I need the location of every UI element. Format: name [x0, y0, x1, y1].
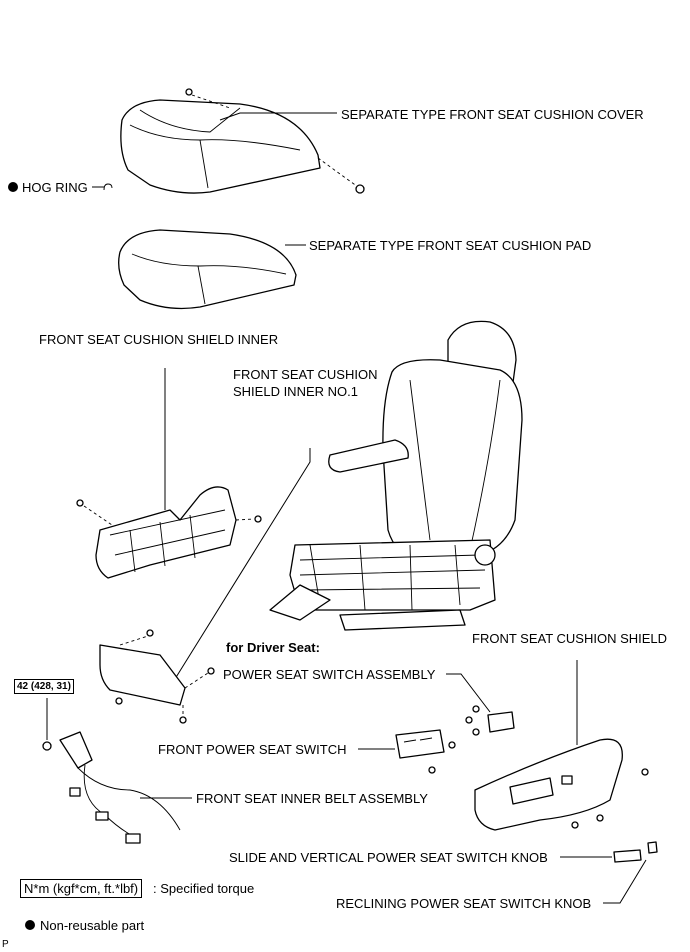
torque-legend-box: N*m (kgf*cm, ft.*lbf) [20, 879, 143, 898]
cover-leader [219, 112, 337, 121]
label-power-seat-switch-assembly: POWER SEAT SWITCH ASSEMBLY [223, 667, 436, 682]
label-inner-belt-assembly: FRONT SEAT INNER BELT ASSEMBLY [196, 791, 428, 806]
label-cushion-cover: SEPARATE TYPE FRONT SEAT CUSHION COVER [341, 107, 644, 122]
label-for-driver-seat: for Driver Seat: [226, 640, 320, 655]
power-seat-switch-assembly-drawing [446, 673, 515, 736]
shield-inner-drawing [76, 368, 262, 579]
hog-ring-symbol [8, 182, 113, 192]
label-front-power-seat-switch: FRONT POWER SEAT SWITCH [158, 742, 347, 757]
label-hog-ring: HOG RING [22, 180, 88, 195]
seat-cushion-cover-drawing [120, 88, 365, 194]
label-reclining-knob: RECLINING POWER SEAT SWITCH KNOB [336, 896, 592, 911]
front-power-seat-switch-drawing [358, 729, 456, 774]
torque-legend-text: : Specified torque [153, 881, 255, 896]
label-slide-vertical-knob: SLIDE AND VERTICAL POWER SEAT SWITCH KNO… [229, 850, 548, 865]
label-shield-inner: FRONT SEAT CUSHION SHIELD INNER [39, 332, 279, 347]
label-cushion-shield: FRONT SEAT CUSHION SHIELD [472, 631, 668, 646]
front-seat-drawing [269, 320, 523, 631]
label-shield-inner-no1-line2: SHIELD INNER NO.1 [233, 384, 358, 399]
seat-cushion-shield-drawing [474, 660, 649, 831]
figure-code: P [2, 939, 9, 950]
seat-cushion-pad-drawing [118, 229, 297, 310]
label-shield-inner-no1-line1: FRONT SEAT CUSHION [233, 367, 378, 382]
seat-inner-belt-drawing [42, 698, 192, 844]
non-reusable-legend-text: Non-reusable part [40, 918, 145, 933]
shield-inner-no1-drawing [99, 448, 311, 724]
non-reusable-dot-icon [25, 920, 35, 930]
torque-spec-badge: 42 (428, 31) [14, 679, 74, 694]
switch-knobs-drawing [560, 841, 658, 904]
label-cushion-pad: SEPARATE TYPE FRONT SEAT CUSHION PAD [309, 238, 592, 253]
